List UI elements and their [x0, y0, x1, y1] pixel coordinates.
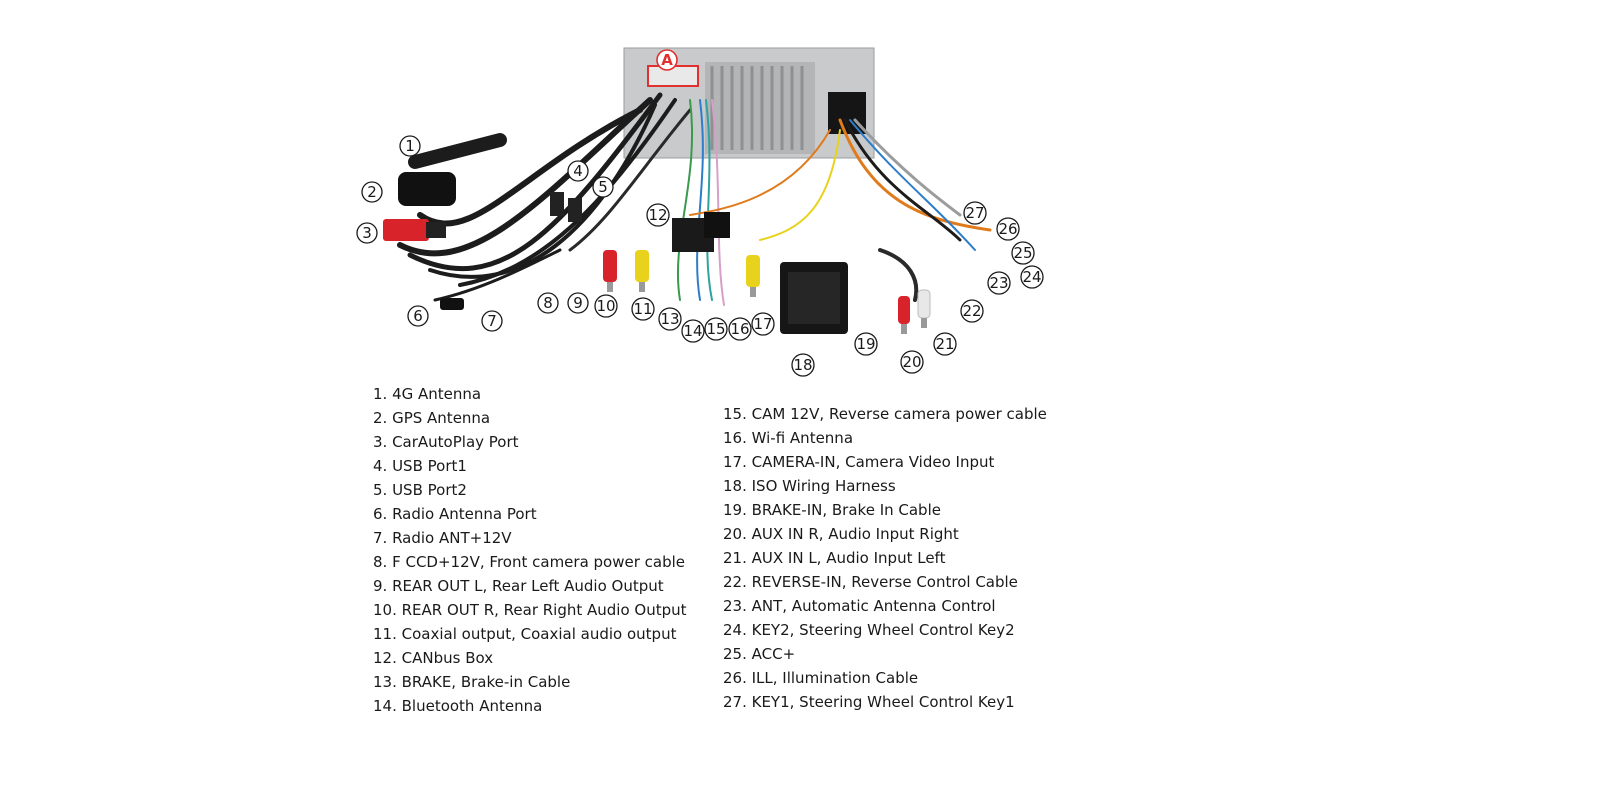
svg-text:1: 1 [405, 137, 415, 155]
svg-text:14: 14 [683, 322, 702, 340]
callout-10: 10 [594, 294, 618, 318]
svg-text:3: 3 [362, 224, 372, 242]
svg-text:23: 23 [989, 274, 1008, 292]
svg-text:18: 18 [793, 356, 812, 374]
legend-item: 14. Bluetooth Antenna [373, 697, 543, 715]
callout-8: 8 [537, 292, 559, 314]
callout-19: 19 [854, 332, 878, 356]
legend-item: 22. REVERSE-IN, Reverse Control Cable [723, 573, 1018, 591]
callout-9: 9 [567, 292, 589, 314]
callout-3: 3 [356, 222, 378, 244]
callout-20: 20 [900, 350, 924, 374]
carautoplay-connector [383, 219, 446, 241]
legend-item: 23. ANT, Automatic Antenna Control [723, 597, 996, 615]
callout-12: 12 [646, 203, 670, 227]
callout-24: 24 [1020, 265, 1044, 289]
callout-23: 23 [987, 271, 1011, 295]
svg-text:5: 5 [598, 178, 608, 196]
svg-text:26: 26 [998, 220, 1017, 238]
callout-17: 17 [751, 312, 775, 336]
callout-14: 14 [681, 319, 705, 343]
callout-2: 2 [361, 181, 383, 203]
callout-25: 25 [1011, 241, 1035, 265]
callout-5: 5 [592, 176, 614, 198]
svg-text:10: 10 [596, 297, 615, 315]
legend-item: 8. F CCD+12V, Front camera power cable [373, 553, 686, 571]
svg-text:2: 2 [367, 183, 377, 201]
legend-item: 5. USB Port2 [373, 481, 467, 499]
legend-item: 27. KEY1, Steering Wheel Control Key1 [723, 693, 1015, 711]
svg-text:20: 20 [902, 353, 921, 371]
svg-text:15: 15 [706, 320, 725, 338]
svg-text:22: 22 [962, 302, 981, 320]
gps-antenna-puck [398, 172, 456, 206]
svg-text:4: 4 [573, 162, 583, 180]
legend-item: 10. REAR OUT R, Rear Right Audio Output [373, 601, 687, 619]
legend-item: 6. Radio Antenna Port [373, 505, 537, 523]
legend-item: 21. AUX IN L, Audio Input Left [723, 549, 946, 567]
usb-connectors [550, 192, 582, 222]
legend-item: 19. BRAKE-IN, Brake In Cable [723, 501, 941, 519]
callout-16: 16 [728, 317, 752, 341]
rca-red-aux-r [898, 296, 910, 334]
radio-antenna-plug [440, 298, 464, 310]
callout-6: 6 [407, 305, 429, 327]
wiring-diagram-photo: A [356, 47, 1044, 377]
svg-text:21: 21 [935, 335, 954, 353]
svg-text:24: 24 [1022, 268, 1041, 286]
canbus-box [672, 212, 730, 252]
callout-1: 1 [399, 135, 421, 157]
callout-4: 4 [567, 160, 589, 182]
legend-item: 4. USB Port1 [373, 457, 467, 475]
rca-red-rear-right [603, 250, 617, 292]
svg-text:8: 8 [543, 294, 553, 312]
svg-text:9: 9 [573, 294, 583, 312]
svg-text:11: 11 [633, 300, 652, 318]
svg-text:12: 12 [648, 206, 667, 224]
iso-wiring-harness [780, 262, 848, 334]
legend-item: 16. Wi-fi Antenna [723, 429, 854, 447]
svg-text:27: 27 [965, 204, 984, 222]
callout-15: 15 [704, 317, 728, 341]
svg-text:19: 19 [856, 335, 875, 353]
svg-text:17: 17 [753, 315, 772, 333]
legend-item: 17. CAMERA-IN, Camera Video Input [723, 453, 995, 471]
legend-item: 7. Radio ANT+12V [373, 529, 512, 547]
callout-7: 7 [481, 310, 503, 332]
callout-22: 22 [960, 299, 984, 323]
callout-27: 27 [963, 201, 987, 225]
legend-list-left: 1. 4G Antenna 2. GPS Antenna 3. CarAutoP… [373, 382, 687, 718]
svg-text:25: 25 [1013, 244, 1032, 262]
legend-list-right: 15. CAM 12V, Reverse camera power cable … [723, 402, 1047, 714]
rca-white-aux-l [917, 289, 931, 328]
connector-a-callout: A [656, 49, 678, 71]
legend-item: 3. CarAutoPlay Port [373, 433, 519, 451]
legend-item: 24. KEY2, Steering Wheel Control Key2 [723, 621, 1015, 639]
legend-item: 15. CAM 12V, Reverse camera power cable [723, 405, 1047, 423]
rca-yellow-coaxial [635, 250, 649, 292]
legend-item: 13. BRAKE, Brake-in Cable [373, 673, 571, 691]
callout-11: 11 [631, 297, 655, 321]
svg-text:13: 13 [660, 310, 679, 328]
legend-item: 1. 4G Antenna [373, 385, 482, 403]
callout-21: 21 [933, 332, 957, 356]
legend-item: 12. CANbus Box [373, 649, 494, 667]
svg-text:16: 16 [730, 320, 749, 338]
legend-item: 2. GPS Antenna [373, 409, 491, 427]
antenna-4g [408, 133, 507, 169]
svg-text:6: 6 [413, 307, 423, 325]
callout-18: 18 [791, 353, 815, 377]
callout-26: 26 [996, 217, 1020, 241]
legend-item: 25. ACC+ [723, 645, 796, 663]
legend-item: 26. ILL, Illumination Cable [723, 669, 919, 687]
connector-a-label: A [661, 51, 673, 69]
legend-item: 9. REAR OUT L, Rear Left Audio Output [373, 577, 664, 595]
legend-item: 11. Coaxial output, Coaxial audio output [373, 625, 677, 643]
svg-text:7: 7 [487, 312, 497, 330]
rca-yellow-camera [746, 255, 760, 297]
legend-item: 20. AUX IN R, Audio Input Right [723, 525, 959, 543]
callout-13: 13 [658, 307, 682, 331]
legend-item: 18. ISO Wiring Harness [723, 477, 896, 495]
